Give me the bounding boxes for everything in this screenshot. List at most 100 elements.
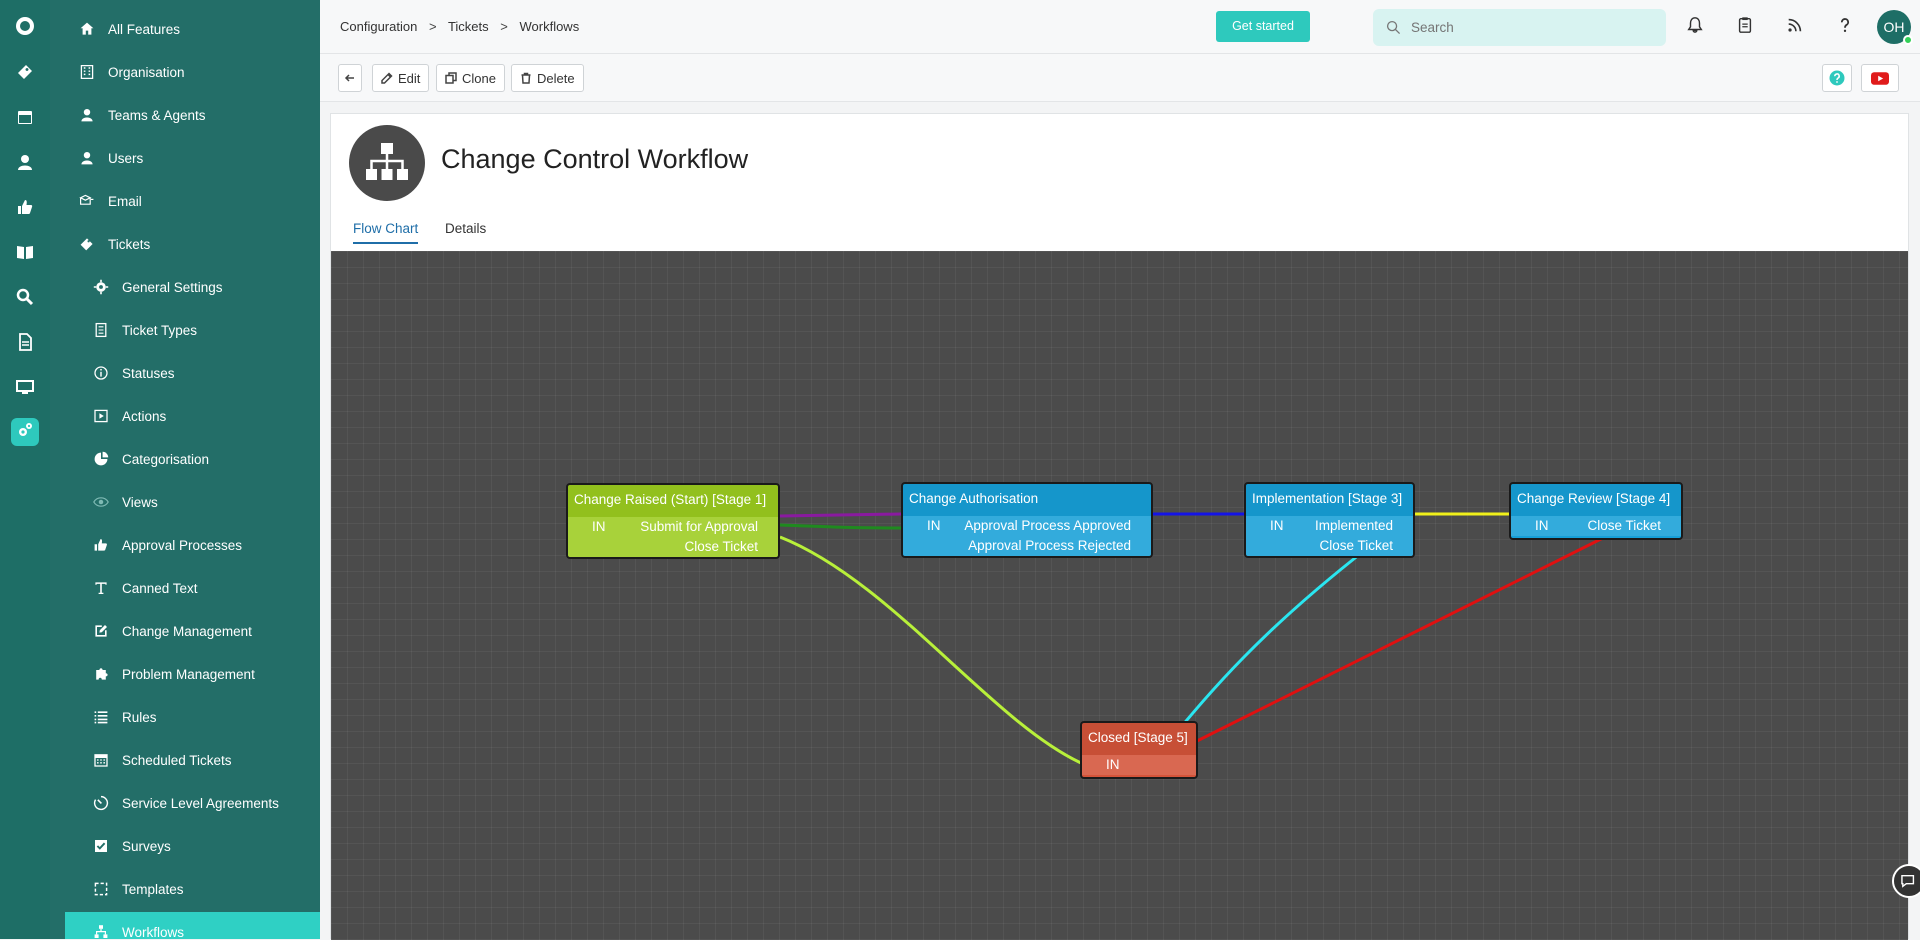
breadcrumb-workflows[interactable]: Workflows bbox=[519, 19, 580, 34]
flow-node-port-row: IN Approval Process Approved bbox=[903, 516, 1151, 536]
flow-node-in-port[interactable]: IN bbox=[1106, 757, 1120, 772]
search-icon bbox=[1386, 20, 1401, 35]
search-input[interactable] bbox=[1411, 17, 1651, 37]
calendar-icon bbox=[92, 751, 110, 769]
sidebar-item-surveys[interactable]: Surveys bbox=[50, 826, 320, 866]
edit-button[interactable]: Edit bbox=[372, 64, 430, 92]
tab-details[interactable]: Details bbox=[445, 221, 487, 236]
avatar[interactable]: OH bbox=[1877, 10, 1913, 45]
sidebar-item-problem-management[interactable]: Problem Management bbox=[50, 654, 320, 694]
sidebar-item-label: Categorisation bbox=[122, 451, 210, 467]
rss-icon[interactable] bbox=[1786, 16, 1808, 38]
flow-link[interactable] bbox=[779, 523, 902, 530]
trash-icon bbox=[521, 72, 531, 84]
sidebar-item-ticket-types[interactable]: Ticket Types bbox=[50, 310, 320, 350]
sidebar-item-email[interactable]: Email bbox=[50, 181, 320, 221]
document-icon[interactable] bbox=[13, 330, 37, 354]
pie-icon bbox=[92, 450, 110, 468]
chat-widget-button[interactable] bbox=[1892, 864, 1920, 898]
flow-node-out-port[interactable]: Close Ticket bbox=[684, 539, 758, 554]
help-button[interactable] bbox=[1822, 64, 1852, 92]
list-icon bbox=[92, 321, 110, 339]
clipboard-icon[interactable] bbox=[1736, 16, 1758, 38]
flow-node-out-port[interactable]: Approval Process Rejected bbox=[968, 538, 1131, 553]
tab-flow-chart[interactable]: Flow Chart bbox=[353, 221, 419, 244]
help-icon[interactable] bbox=[1836, 16, 1858, 38]
search-icon[interactable] bbox=[13, 285, 37, 309]
ticket-icon bbox=[78, 235, 96, 253]
sidebar-item-tickets[interactable]: Tickets bbox=[50, 224, 320, 264]
clone-button[interactable]: Clone bbox=[436, 64, 505, 92]
thumbs-up-icon[interactable] bbox=[13, 195, 37, 219]
top-header: Configuration > Tickets > Workflows Get … bbox=[320, 0, 1920, 54]
edit-icon bbox=[381, 72, 393, 84]
sidebar-item-label: Rules bbox=[122, 709, 157, 725]
flow-node-out-port[interactable]: Approval Process Approved bbox=[964, 518, 1131, 533]
logo-icon[interactable] bbox=[13, 14, 37, 38]
thumbs-up-icon bbox=[92, 536, 110, 554]
settings-gears-icon[interactable] bbox=[11, 418, 39, 446]
person-icon[interactable] bbox=[13, 150, 37, 174]
flow-node-out-port[interactable]: Close Ticket bbox=[1319, 538, 1393, 553]
book-icon[interactable] bbox=[13, 240, 37, 264]
flow-node-in-port[interactable]: IN bbox=[592, 519, 606, 534]
sidebar-item-templates[interactable]: Templates bbox=[50, 869, 320, 909]
get-started-button[interactable]: Get started bbox=[1216, 11, 1310, 42]
sidebar-item-actions[interactable]: Actions bbox=[50, 396, 320, 436]
email-icon bbox=[78, 192, 96, 210]
sidebar-item-teams-and-agents[interactable]: Teams & Agents bbox=[50, 95, 320, 135]
sidebar-item-all-features[interactable]: All Features bbox=[50, 9, 320, 49]
sidebar-item-label: Canned Text bbox=[122, 580, 198, 596]
sidebar-item-approval-processes[interactable]: Approval Processes bbox=[50, 525, 320, 565]
arrow-left-icon bbox=[344, 74, 354, 82]
sidebar-item-workflows[interactable]: Workflows bbox=[65, 912, 320, 939]
sidebar-item-rules[interactable]: Rules bbox=[50, 697, 320, 737]
sidebar-item-service-level-agreements[interactable]: Service Level Agreements bbox=[50, 783, 320, 823]
sidebar-item-views[interactable]: Views bbox=[50, 482, 320, 522]
sidebar-item-categorisation[interactable]: Categorisation bbox=[50, 439, 320, 479]
monitor-icon[interactable] bbox=[13, 375, 37, 399]
flow-node-n5[interactable]: Closed [Stage 5]IN bbox=[1080, 721, 1198, 779]
sidebar-item-scheduled-tickets[interactable]: Scheduled Tickets bbox=[50, 740, 320, 780]
flow-chart-canvas[interactable]: Change Raised (Start) [Stage 1] IN Submit … bbox=[331, 251, 1908, 940]
youtube-button[interactable] bbox=[1861, 64, 1899, 92]
sidebar-item-change-management[interactable]: Change Management bbox=[50, 611, 320, 651]
workflow-panel: Change Control Workflow Flow Chart Detai… bbox=[330, 113, 1909, 940]
flow-node-in-port[interactable]: IN bbox=[1270, 518, 1284, 533]
back-button[interactable] bbox=[338, 64, 362, 92]
text-icon bbox=[92, 579, 110, 597]
flow-link[interactable] bbox=[1196, 525, 1626, 743]
delete-button[interactable]: Delete bbox=[511, 64, 584, 92]
sidebar-item-users[interactable]: Users bbox=[50, 138, 320, 178]
flow-node-title: Change Raised (Start) [Stage 1] bbox=[568, 485, 778, 517]
flow-node-out-port[interactable]: Implemented bbox=[1314, 518, 1393, 533]
sidebar-item-general-settings[interactable]: General Settings bbox=[50, 267, 320, 307]
sidebar-item-canned-text[interactable]: Canned Text bbox=[50, 568, 320, 608]
sidebar-item-label: Service Level Agreements bbox=[122, 795, 279, 811]
flow-node-port-row: Approval Process Rejected bbox=[903, 536, 1151, 556]
sidebar-item-organisation[interactable]: Organisation bbox=[50, 52, 320, 92]
breadcrumb-tickets[interactable]: Tickets bbox=[447, 19, 489, 34]
flow-node-out-port[interactable]: Submit for Approval bbox=[640, 519, 758, 534]
flow-node-out-port[interactable]: Close Ticket bbox=[1587, 518, 1661, 533]
breadcrumb-configuration[interactable]: Configuration bbox=[340, 19, 418, 34]
sidebar-item-label: Tickets bbox=[108, 236, 151, 252]
flow-link[interactable] bbox=[779, 535, 1082, 765]
flow-link[interactable] bbox=[779, 512, 902, 518]
sidebar-item-label: Ticket Types bbox=[122, 322, 198, 338]
ticket-icon[interactable] bbox=[13, 60, 37, 84]
calendar-icon[interactable] bbox=[13, 105, 37, 129]
sidebar-item-statuses[interactable]: Statuses bbox=[50, 353, 320, 393]
flow-node-in-port[interactable]: IN bbox=[927, 518, 941, 533]
bell-icon[interactable] bbox=[1686, 16, 1708, 38]
clone-icon bbox=[445, 72, 457, 84]
breadcrumb: Configuration > Tickets > Workflows bbox=[340, 19, 587, 34]
flow-node-in-port[interactable]: IN bbox=[1535, 518, 1549, 533]
flow-node-n1[interactable]: Change Raised (Start) [Stage 1] IN Submit … bbox=[566, 483, 780, 559]
online-status-dot bbox=[1903, 35, 1913, 45]
flow-link[interactable] bbox=[1169, 545, 1370, 740]
sidebar-item-label: Email bbox=[108, 193, 142, 209]
